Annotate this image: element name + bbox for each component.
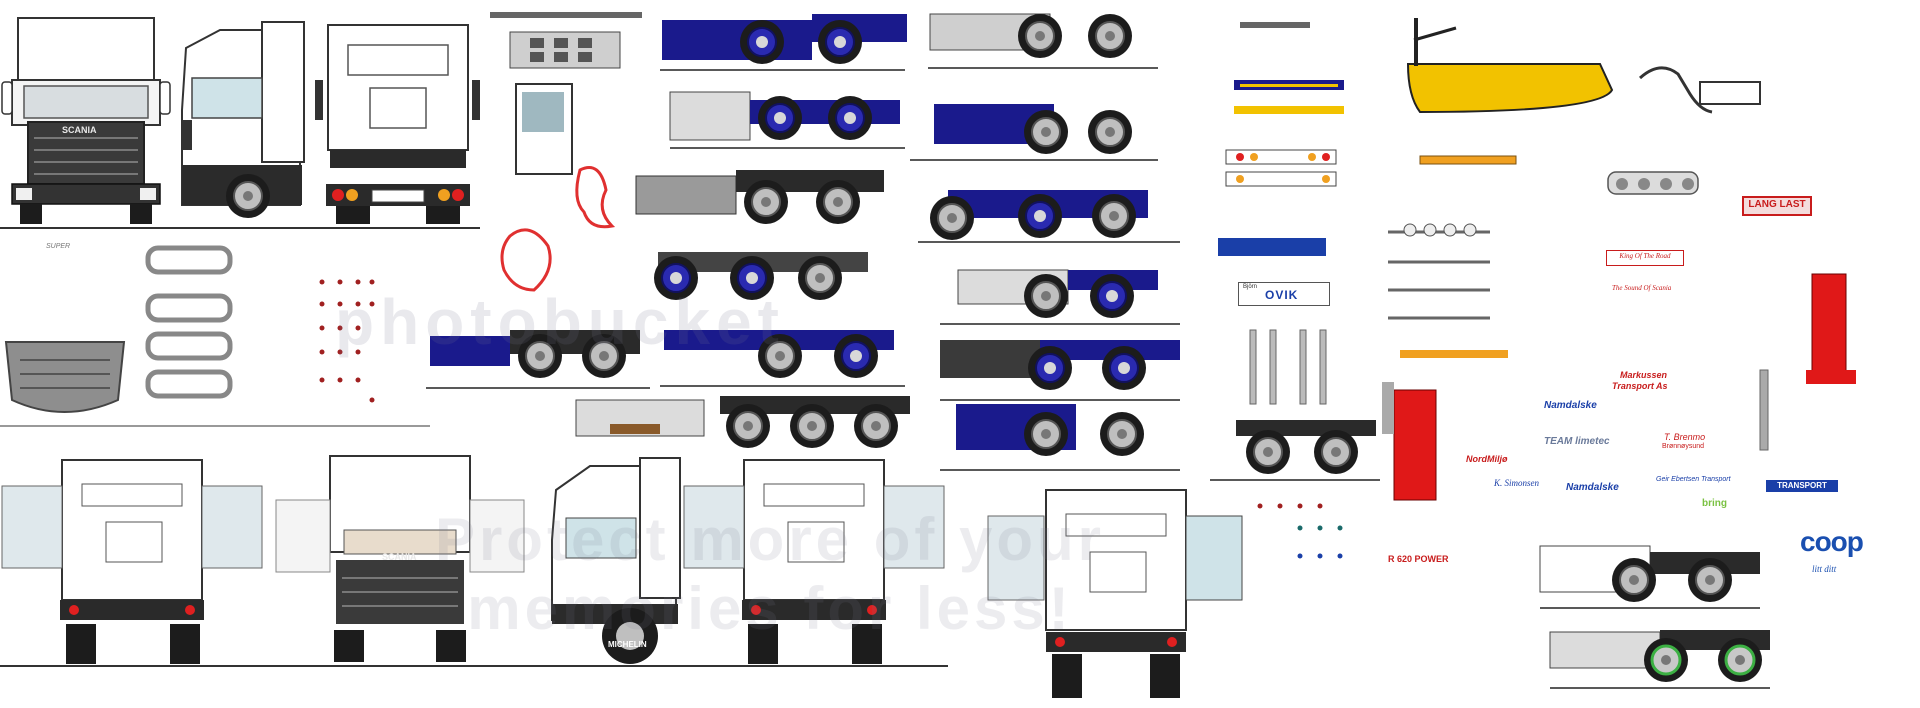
chassis-blue-6 [940, 269, 1180, 325]
photobucket-watermark: photobucket [335, 286, 785, 358]
bring-logo: bring [1702, 498, 1727, 509]
chassis-blue-tandem-1 [660, 14, 907, 71]
chassis-blue-7 [940, 340, 1180, 401]
chassis-bottom-right-1 [1539, 545, 1760, 609]
spotlight-bars [1388, 171, 1699, 358]
chassis-gray-tandem [635, 170, 884, 225]
cab-rear-open-large [987, 489, 1243, 698]
transport-plate-text: TRANSPORT [1777, 481, 1827, 490]
chassis-blue-5 [918, 190, 1180, 243]
crane-left [1382, 382, 1437, 501]
chassis-mixed-1 [426, 330, 650, 389]
team-limetec-decal: TEAM limetec [1544, 436, 1610, 447]
king-of-road-text: King Of The Road [1619, 252, 1671, 260]
super-badge: SUPER [46, 243, 71, 250]
t-brenmo-decal-line1: T. Brenmo [1664, 432, 1706, 442]
switch-panel [509, 31, 621, 69]
transport-plate: TRANSPORT [1766, 480, 1838, 492]
exhaust-pipes [1249, 329, 1327, 405]
ovik-sign-small: Björn [1243, 284, 1258, 290]
king-of-road-decal: King Of The Road [1606, 250, 1684, 266]
cab-side-view [181, 21, 305, 219]
light-bars [1225, 22, 1344, 187]
t-brenmo-decal-line2: Brønnøysund [1662, 443, 1705, 450]
geir-ebertsen-decal: Geir Ebertsen Transport [1656, 476, 1731, 483]
marker-light-dots [319, 279, 375, 403]
front-bumper-part [4, 341, 126, 413]
ovik-sign: Björn OVIK [1238, 282, 1330, 306]
blue-side-panel [1218, 238, 1326, 256]
chassis-blue-tandem-2 [669, 91, 905, 149]
light-bar-top [490, 12, 642, 18]
ovik-sign-text: OVIK [1265, 288, 1299, 302]
markussen-decal-line2: Transport As [1612, 381, 1668, 391]
amber-bar [1419, 155, 1517, 165]
lang-last-sign: LANG LAST [1742, 196, 1812, 216]
crane-right [1759, 273, 1856, 451]
markussen-decal-line1: Markussen [1620, 370, 1668, 380]
photobucket-watermark-bottom: Protect more of your memories for less! [434, 506, 1106, 642]
k-simonsen-decal: K. Simonsen [1494, 478, 1539, 488]
tyre-michelin-text: MICHELIN [608, 640, 647, 649]
chassis-blue-8 [940, 404, 1180, 471]
small-bolts-grid [1257, 503, 1343, 559]
chassis-bottom-right-2 [1549, 630, 1770, 689]
sound-of-scania-decal: The Sound Of Scania [1612, 284, 1672, 292]
nordmiljo-decal: NordMiljø [1466, 454, 1508, 464]
cab-side-michelin [551, 457, 681, 664]
roo-bars [145, 245, 233, 399]
cab-door-open [515, 83, 573, 175]
cab-rear-view [315, 24, 480, 224]
r620-power-decal: R 620 POWER [1388, 554, 1449, 564]
cab-front-view [1, 17, 171, 224]
coop-logo: coop [1800, 526, 1864, 557]
namdalske-decal-2: Namdalske [1566, 482, 1619, 493]
front-badge-alt: SCANIA [382, 552, 417, 562]
cab-rear-open-right [683, 459, 945, 664]
cab-rear-open-left [1, 459, 263, 664]
chassis-tridem [720, 396, 910, 449]
chassis-blue-4 [910, 104, 1158, 161]
coop-sub-text: litt ditt [1812, 564, 1837, 574]
chassis-blue-rims [653, 252, 868, 301]
axle-assembly [1210, 420, 1380, 481]
griffin-logo [500, 166, 616, 292]
namdalske-decal-1: Namdalske [1544, 400, 1597, 411]
snow-plow [1406, 18, 1761, 114]
chassis-blue-tandem-3 [660, 330, 905, 387]
chassis-fuel-tank [575, 399, 705, 437]
lang-last-text: LANG LAST [1748, 199, 1806, 210]
grille-badge: SCANIA [62, 125, 97, 135]
chassis-gray-1 [928, 13, 1158, 69]
cab-front-decorated [275, 455, 525, 662]
